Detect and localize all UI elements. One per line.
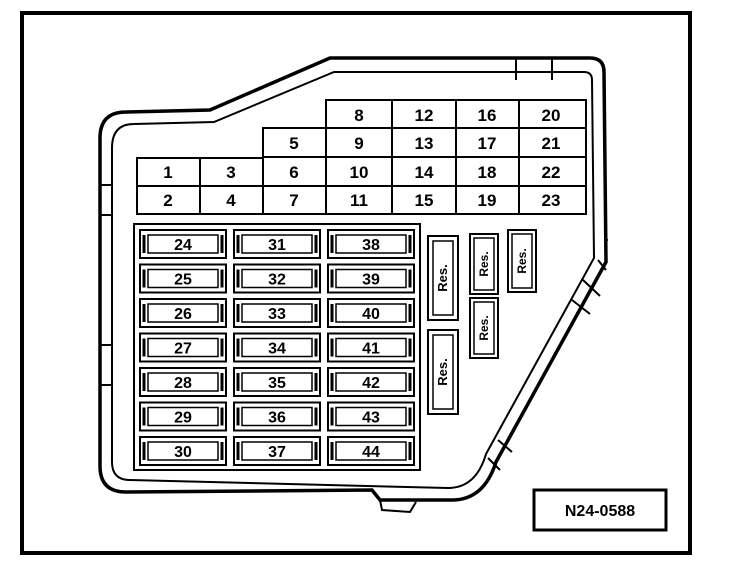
reserve-fuse: Res. xyxy=(469,297,499,359)
blade-fuse: 40 xyxy=(327,298,415,328)
blade-fuse: 43 xyxy=(327,401,415,432)
blade-fuse-number: 32 xyxy=(268,272,286,289)
blade-fuse-number: 25 xyxy=(174,272,192,289)
blade-fuse: 33 xyxy=(233,298,321,328)
fuse-number: 22 xyxy=(542,163,561,182)
blade-fuse: 28 xyxy=(139,367,227,397)
blade-fuse: 27 xyxy=(139,332,227,363)
blade-fuse-number: 28 xyxy=(174,375,192,392)
fuse-number: 17 xyxy=(478,134,497,153)
reserve-label: Res. xyxy=(435,358,450,385)
blade-fuse-number: 42 xyxy=(362,375,380,392)
blade-fuse: 29 xyxy=(139,401,227,432)
reserve-label: Res. xyxy=(515,248,529,273)
fuse-number: 4 xyxy=(226,191,236,210)
blade-fuse: 38 xyxy=(327,229,415,259)
blade-fuse-number: 33 xyxy=(268,306,286,323)
fuse-number: 10 xyxy=(350,163,369,182)
fuse-number: 20 xyxy=(542,106,561,125)
fuse-number: 15 xyxy=(415,191,434,210)
fuse-number: 23 xyxy=(542,191,561,210)
fuse-box-housing xyxy=(98,56,608,514)
fuse-number: 2 xyxy=(163,191,172,210)
fuse-number: 9 xyxy=(354,134,363,153)
blade-fuse-number: 41 xyxy=(362,341,380,358)
blade-fuse-block: 24 25 26 27 28 29 30 31 32 33 34 35 36 37 38 39 40 41 42 43… xyxy=(133,223,421,471)
fuse-number: 1 xyxy=(163,163,172,182)
reserve-fuses: Res. Res. Res. Res. Res. xyxy=(427,229,537,415)
blade-fuse: 35 xyxy=(233,367,321,397)
fuse-number: 7 xyxy=(289,191,298,210)
blade-fuse-number: 44 xyxy=(362,444,380,461)
blade-fuse: 36 xyxy=(233,401,321,432)
fuse-number: 3 xyxy=(226,163,235,182)
fuse-number: 21 xyxy=(542,134,561,153)
blade-fuse-number: 31 xyxy=(268,237,286,254)
blade-fuse-number: 26 xyxy=(174,306,192,323)
blade-fuse: 32 xyxy=(233,263,321,294)
fuse-number: 11 xyxy=(350,191,368,210)
reserve-fuse: Res. xyxy=(427,235,459,321)
blade-fuse-number: 36 xyxy=(268,410,286,427)
blade-fuse-number: 38 xyxy=(362,237,380,254)
fuse-number: 12 xyxy=(415,106,434,125)
blade-fuse-number: 39 xyxy=(362,272,380,289)
fuse-number: 5 xyxy=(289,134,298,153)
fuse-number: 13 xyxy=(415,134,434,153)
blade-fuse: 37 xyxy=(233,436,321,466)
blade-fuse: 25 xyxy=(139,263,227,294)
fuse-number: 14 xyxy=(415,163,434,182)
blade-fuse: 24 xyxy=(139,229,227,259)
blade-fuse-number: 29 xyxy=(174,410,192,427)
reserve-fuse: Res. xyxy=(469,233,499,295)
blade-fuse-number: 27 xyxy=(174,341,192,358)
reserve-label: Res. xyxy=(477,315,491,340)
blade-fuse-number: 43 xyxy=(362,410,380,427)
blade-fuse-number: 30 xyxy=(174,444,192,461)
reserve-label: Res. xyxy=(477,251,491,276)
blade-fuse-number: 40 xyxy=(362,306,380,323)
blade-fuse-number: 37 xyxy=(268,444,286,461)
blade-fuse: 39 xyxy=(327,263,415,294)
blade-fuse: 31 xyxy=(233,229,321,259)
top-fuse-numbers: 1 2 3 4 5 6 7 8 9 10 11 12 13 14 15 16 1… xyxy=(163,106,560,210)
fuse-number: 19 xyxy=(478,191,497,210)
blade-fuse-number: 35 xyxy=(268,375,286,392)
reserve-label: Res. xyxy=(435,264,450,291)
top-fuse-grid xyxy=(136,99,587,215)
blade-fuse: 30 xyxy=(139,436,227,466)
reserve-fuse: Res. xyxy=(507,229,537,293)
fuse-number: 16 xyxy=(478,106,497,125)
blade-fuse: 41 xyxy=(327,332,415,363)
blade-fuse-number: 24 xyxy=(174,237,192,254)
fuse-number: 18 xyxy=(478,163,497,182)
fuse-number: 8 xyxy=(354,106,363,125)
reference-code-box: N24-0588 xyxy=(532,488,668,532)
blade-fuse: 44 xyxy=(327,436,415,466)
blade-fuse: 34 xyxy=(233,332,321,363)
fuse-number: 6 xyxy=(289,163,298,182)
reference-code: N24-0588 xyxy=(565,503,635,520)
blade-fuse: 26 xyxy=(139,298,227,328)
reserve-fuse: Res. xyxy=(427,329,459,415)
blade-fuse: 42 xyxy=(327,367,415,397)
blade-fuse-number: 34 xyxy=(268,341,286,358)
